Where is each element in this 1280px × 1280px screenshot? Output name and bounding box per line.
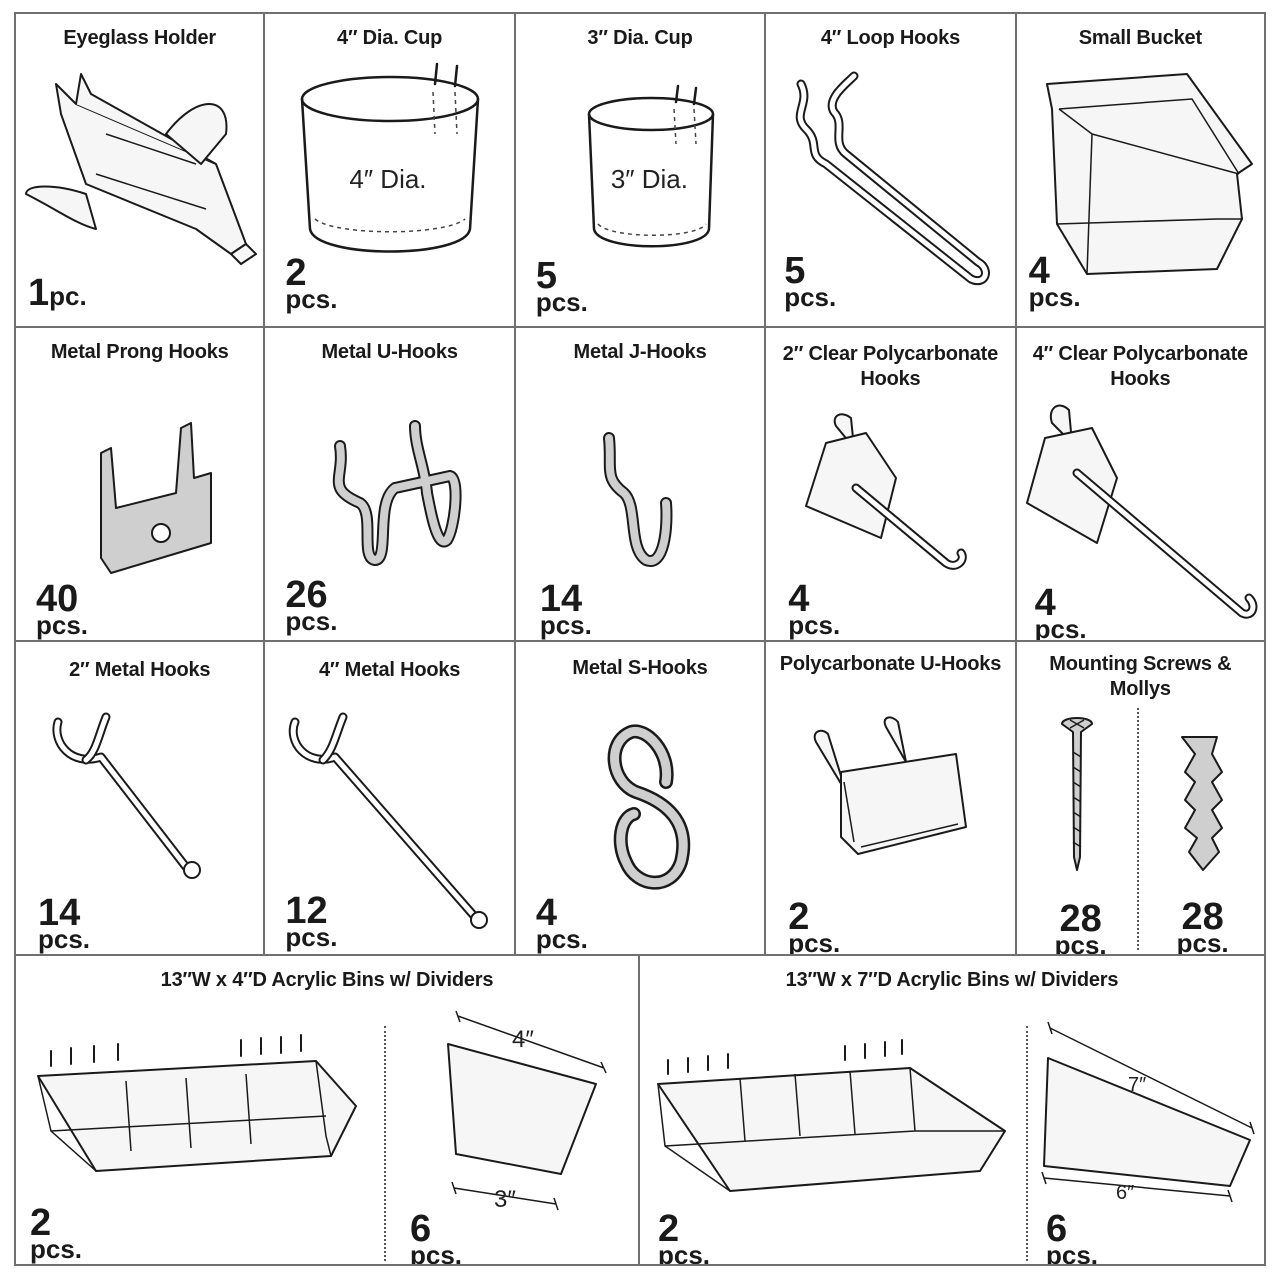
dimension-width: 3″ — [494, 1186, 516, 1213]
clear-hook-2in-icon — [805, 413, 967, 570]
item-title: 13″W x 4″D Acrylic Bins w/ Dividers — [160, 969, 494, 991]
divider-7in-icon — [1041, 1021, 1255, 1203]
item-title: 3″ Dia. Cup — [587, 27, 693, 49]
row-1: Eyeglass Holder 1pc. 4″ Dia. Cup — [14, 12, 1267, 330]
metal-hook-2in-icon — [52, 712, 201, 879]
j-hook-icon — [602, 432, 673, 567]
item-title: Small Bucket — [1078, 27, 1202, 49]
item-title: 13″W x 7″D Acrylic Bins w/ Dividers — [785, 969, 1119, 991]
item-title: Eyeglass Holder — [63, 27, 217, 49]
item-eyeglass-holder: Eyeglass Holder 1pc. — [14, 12, 266, 328]
screw-icon — [1060, 717, 1093, 871]
u-hook-icon — [333, 420, 462, 566]
prong-hook-icon — [100, 422, 212, 574]
acrylic-bin-4in-icon — [37, 1034, 357, 1172]
dimension-depth: 7″ — [1128, 1074, 1147, 1096]
item-bins-7in: 13″W x 7″D Acrylic Bins w/ Dividers 7″ 6… — [638, 954, 1266, 1266]
acrylic-bin-7in-icon — [657, 1039, 1006, 1192]
item-title: Metal Prong Hooks — [50, 341, 229, 363]
item-title: 4″ Loop Hooks — [820, 27, 961, 49]
item-title: Metal U-Hooks — [321, 341, 458, 363]
item-title: Metal S-Hooks — [572, 657, 708, 679]
dimension-depth: 4″ — [512, 1026, 534, 1053]
loop-hook-icon — [795, 71, 991, 286]
item-title: 2″ Metal Hooks — [69, 659, 211, 681]
item-title: 4″ Dia. Cup — [337, 27, 443, 49]
item-title: Polycarbonate U-Hooks — [779, 653, 1002, 675]
divider-4in-icon — [447, 1010, 607, 1211]
cup-3in-icon — [587, 84, 715, 248]
item-title: 2″ Clear Polycarbonate Hooks — [782, 343, 999, 390]
molly-anchor-icon — [1180, 736, 1223, 871]
item-title: Metal J-Hooks — [573, 341, 707, 363]
cup-label: 4″ Dia. — [349, 164, 427, 194]
clear-hook-4in-icon — [1025, 404, 1258, 619]
divider-line — [1136, 708, 1139, 950]
cup-label: 3″ Dia. — [610, 164, 688, 194]
divider-line — [384, 1026, 386, 1261]
item-title: 4″ Clear Polycarbonate Hooks — [1032, 343, 1248, 390]
dimension-width: 6″ — [1116, 1182, 1135, 1204]
item-title: Mounting Screws & Mollys — [1049, 653, 1232, 700]
s-hook-icon — [607, 724, 690, 890]
item-quantity: 1pc. — [28, 272, 87, 314]
metal-hook-4in-icon — [289, 712, 489, 929]
cup-4in-icon — [301, 62, 480, 253]
small-bucket-icon — [1045, 73, 1253, 275]
polycarbonate-u-hook-icon — [814, 716, 968, 855]
item-bins-4in: 13″W x 4″D Acrylic Bins w/ Dividers 4″ 3… — [14, 954, 640, 1266]
parts-sheet: Eyeglass Holder 1pc. 4″ Dia. Cup — [14, 12, 1267, 1268]
item-title: 4″ Metal Hooks — [318, 659, 461, 681]
eyeglass-holder-icon — [25, 73, 257, 265]
row-4: 13″W x 4″D Acrylic Bins w/ Dividers 4″ 3… — [14, 954, 1266, 1268]
divider-line — [1026, 1026, 1028, 1261]
